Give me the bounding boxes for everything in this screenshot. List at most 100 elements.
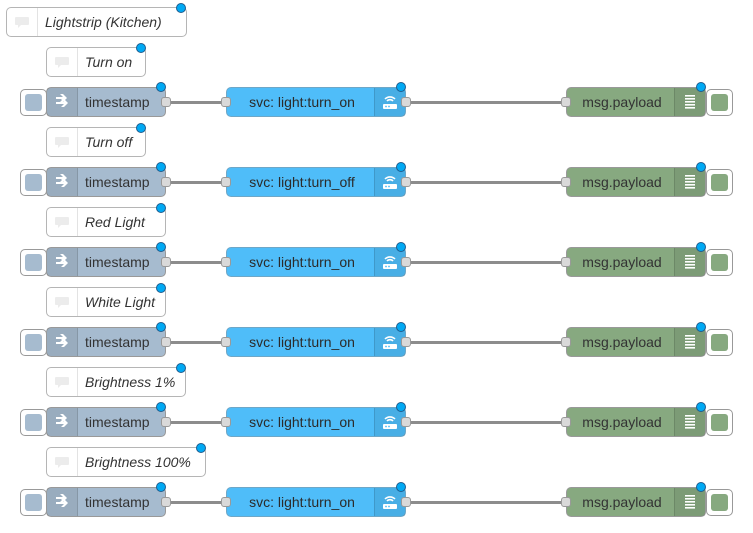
inject-arrow-icon	[47, 488, 78, 516]
inject-trigger-button[interactable]	[20, 489, 47, 516]
inject-node[interactable]: timestamp	[46, 167, 166, 197]
call-service-output-port[interactable]	[401, 337, 411, 347]
inject-output-port[interactable]	[161, 97, 171, 107]
router-icon	[374, 88, 405, 116]
call-service-input-port[interactable]	[221, 337, 231, 347]
debug-node[interactable]: msg.payload	[566, 167, 706, 197]
inject-output-port[interactable]	[161, 257, 171, 267]
inject-trigger-button[interactable]	[20, 329, 47, 356]
inject-trigger-button[interactable]	[20, 169, 47, 196]
inject-node[interactable]: timestamp	[46, 487, 166, 517]
call-service-label: svc: light:turn_on	[249, 254, 355, 270]
router-icon	[374, 248, 405, 276]
debug-bars-icon	[674, 328, 705, 356]
changed-indicator	[396, 82, 406, 92]
inject-node[interactable]: timestamp	[46, 87, 166, 117]
debug-toggle-button[interactable]	[706, 169, 733, 196]
debug-node[interactable]: msg.payload	[566, 327, 706, 357]
debug-node[interactable]: msg.payload	[566, 407, 706, 437]
call-service-output-port[interactable]	[401, 417, 411, 427]
inject-arrow-icon	[47, 88, 78, 116]
comment-label: Brightness 100%	[85, 454, 191, 470]
debug-bars-icon	[674, 408, 705, 436]
comment-node[interactable]: White Light	[46, 287, 166, 317]
call-service-input-port[interactable]	[221, 97, 231, 107]
debug-node[interactable]: msg.payload	[566, 87, 706, 117]
debug-input-port[interactable]	[561, 177, 571, 187]
inject-trigger-button[interactable]	[20, 249, 47, 276]
debug-input-port[interactable]	[561, 337, 571, 347]
call-service-label: svc: light:turn_on	[249, 94, 355, 110]
changed-indicator	[136, 123, 146, 133]
debug-input-port[interactable]	[561, 97, 571, 107]
debug-node-label: msg.payload	[582, 254, 662, 270]
inject-output-port[interactable]	[161, 417, 171, 427]
changed-indicator	[156, 162, 166, 172]
debug-bars-icon	[674, 88, 705, 116]
router-icon	[374, 488, 405, 516]
inject-node-label: timestamp	[85, 254, 150, 270]
debug-node-label: msg.payload	[582, 334, 662, 350]
comment-node[interactable]: Turn off	[46, 127, 146, 157]
changed-indicator	[176, 363, 186, 373]
inject-node[interactable]: timestamp	[46, 327, 166, 357]
debug-toggle-button[interactable]	[706, 409, 733, 436]
call-service-node[interactable]: svc: light:turn_on	[226, 247, 406, 277]
debug-input-port[interactable]	[561, 257, 571, 267]
inject-trigger-button[interactable]	[20, 89, 47, 116]
call-service-input-port[interactable]	[221, 257, 231, 267]
call-service-output-port[interactable]	[401, 97, 411, 107]
debug-node[interactable]: msg.payload	[566, 487, 706, 517]
call-service-input-port[interactable]	[221, 497, 231, 507]
inject-output-port[interactable]	[161, 337, 171, 347]
debug-input-port[interactable]	[561, 417, 571, 427]
changed-indicator	[696, 242, 706, 252]
changed-indicator	[156, 322, 166, 332]
changed-indicator	[696, 322, 706, 332]
debug-toggle-button[interactable]	[706, 249, 733, 276]
wire-service-to-debug	[406, 501, 566, 504]
inject-output-port[interactable]	[161, 497, 171, 507]
debug-node[interactable]: msg.payload	[566, 247, 706, 277]
call-service-output-port[interactable]	[401, 497, 411, 507]
call-service-output-port[interactable]	[401, 257, 411, 267]
comment-node[interactable]: Turn on	[46, 47, 146, 77]
router-icon	[374, 328, 405, 356]
call-service-input-port[interactable]	[221, 417, 231, 427]
inject-node-label: timestamp	[85, 414, 150, 430]
comment-node[interactable]: Brightness 100%	[46, 447, 206, 477]
inject-trigger-button-face	[25, 254, 42, 271]
call-service-input-port[interactable]	[221, 177, 231, 187]
comment-node[interactable]: Red Light	[46, 207, 166, 237]
comment-icon	[47, 128, 78, 156]
inject-node[interactable]: timestamp	[46, 407, 166, 437]
inject-trigger-button[interactable]	[20, 409, 47, 436]
comment-icon	[47, 208, 78, 236]
inject-node[interactable]: timestamp	[46, 247, 166, 277]
call-service-node[interactable]: svc: light:turn_off	[226, 167, 406, 197]
call-service-output-port[interactable]	[401, 177, 411, 187]
wire-service-to-debug	[406, 181, 566, 184]
inject-output-port[interactable]	[161, 177, 171, 187]
inject-trigger-button-face	[25, 334, 42, 351]
wire-inject-to-service	[166, 341, 226, 344]
comment-label: Red Light	[85, 214, 145, 230]
debug-toggle-button[interactable]	[706, 329, 733, 356]
call-service-node[interactable]: svc: light:turn_on	[226, 327, 406, 357]
comment-label: Turn on	[85, 54, 133, 70]
call-service-node[interactable]: svc: light:turn_on	[226, 487, 406, 517]
call-service-label: svc: light:turn_on	[249, 334, 355, 350]
debug-toggle-button[interactable]	[706, 89, 733, 116]
comment-node-title[interactable]: Lightstrip (Kitchen)	[6, 7, 187, 37]
debug-toggle-button-face	[711, 334, 728, 351]
changed-indicator	[156, 242, 166, 252]
wire-service-to-debug	[406, 341, 566, 344]
call-service-node[interactable]: svc: light:turn_on	[226, 407, 406, 437]
comment-node[interactable]: Brightness 1%	[46, 367, 186, 397]
debug-toggle-button[interactable]	[706, 489, 733, 516]
debug-node-label: msg.payload	[582, 94, 662, 110]
debug-input-port[interactable]	[561, 497, 571, 507]
call-service-node[interactable]: svc: light:turn_on	[226, 87, 406, 117]
debug-toggle-button-face	[711, 254, 728, 271]
